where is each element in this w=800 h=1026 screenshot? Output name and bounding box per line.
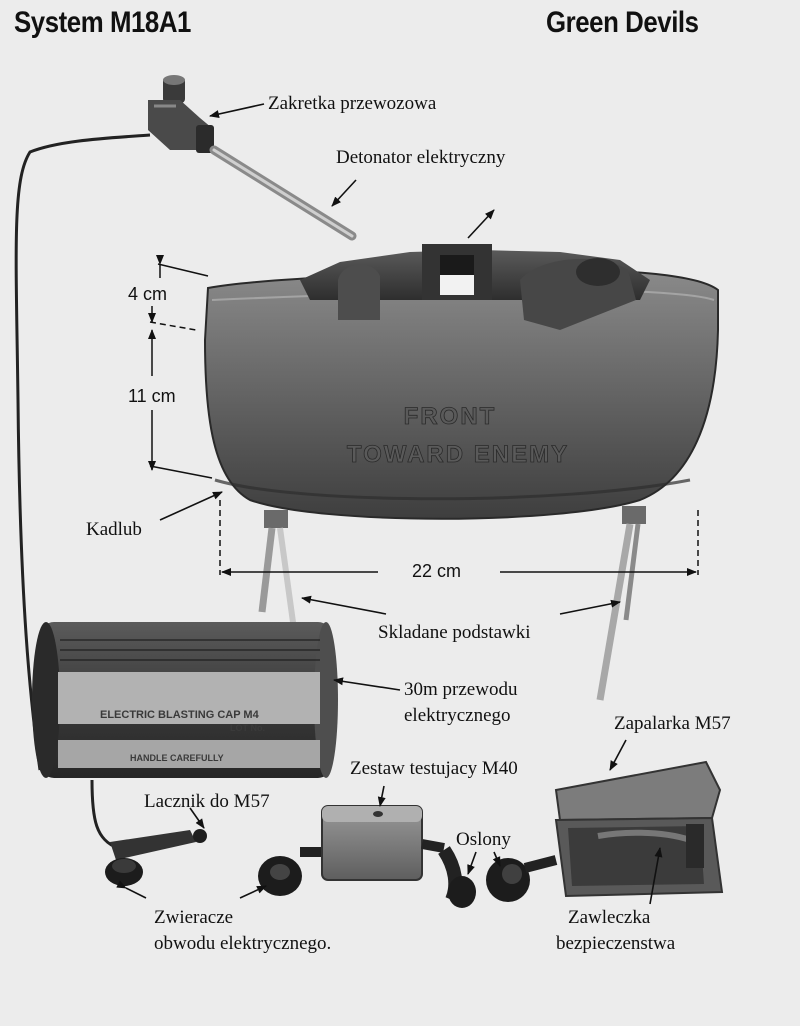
test-set-m40 (258, 805, 476, 908)
title-left: System M18A1 (14, 6, 191, 39)
spool-label-lot: LOT No. (230, 723, 265, 733)
label-legs: Skladane podstawki (378, 622, 531, 643)
label-safety-1: Zawleczka (568, 907, 651, 928)
mine-body: FRONT TOWARD ENEMY (203, 244, 719, 520)
label-shipping-plug: Zakretka przewozowa (268, 93, 437, 114)
wire-spool: ELECTRIC BLASTING CAP M4 LOT No. HANDLE … (32, 622, 338, 778)
protective-covers (486, 855, 558, 902)
spool-label-main: ELECTRIC BLASTING CAP M4 (100, 709, 260, 721)
label-test-set: Zestaw testujacy M40 (350, 758, 518, 779)
firing-wire (14, 133, 151, 771)
label-connector: Lacznik do M57 (144, 791, 270, 812)
dim-width: 22 cm (412, 561, 462, 581)
label-covers: Oslony (456, 829, 511, 850)
shipping-plug (148, 75, 214, 153)
shorting-plug-left (105, 858, 143, 886)
dimension-lines (148, 255, 699, 576)
label-body: Kadlub (86, 519, 142, 540)
label-wire-2: elektrycznego (404, 705, 511, 726)
embossed-toward-enemy: TOWARD ENEMY (347, 441, 569, 468)
label-detonator: Detonator elektryczny (336, 147, 506, 168)
label-wire-1: 30m przewodu (404, 679, 518, 700)
label-firing-device: Zapalarka M57 (614, 713, 731, 734)
label-safety-2: bezpieczenstwa (556, 933, 676, 954)
m57-connector (110, 829, 207, 860)
title-right: Green Devils (546, 6, 699, 39)
firing-device-m57 (554, 760, 724, 898)
leader-arrows (116, 103, 663, 905)
label-shorting-1: Zwieracze (154, 907, 234, 928)
label-shorting-2: obwodu elektrycznego. (154, 933, 332, 954)
spool-label-handle: HANDLE CAREFULLY (130, 753, 224, 763)
embossed-front: FRONT (404, 403, 497, 430)
dim-body: 11 cm (128, 386, 176, 406)
dim-top: 4 cm (128, 284, 168, 304)
